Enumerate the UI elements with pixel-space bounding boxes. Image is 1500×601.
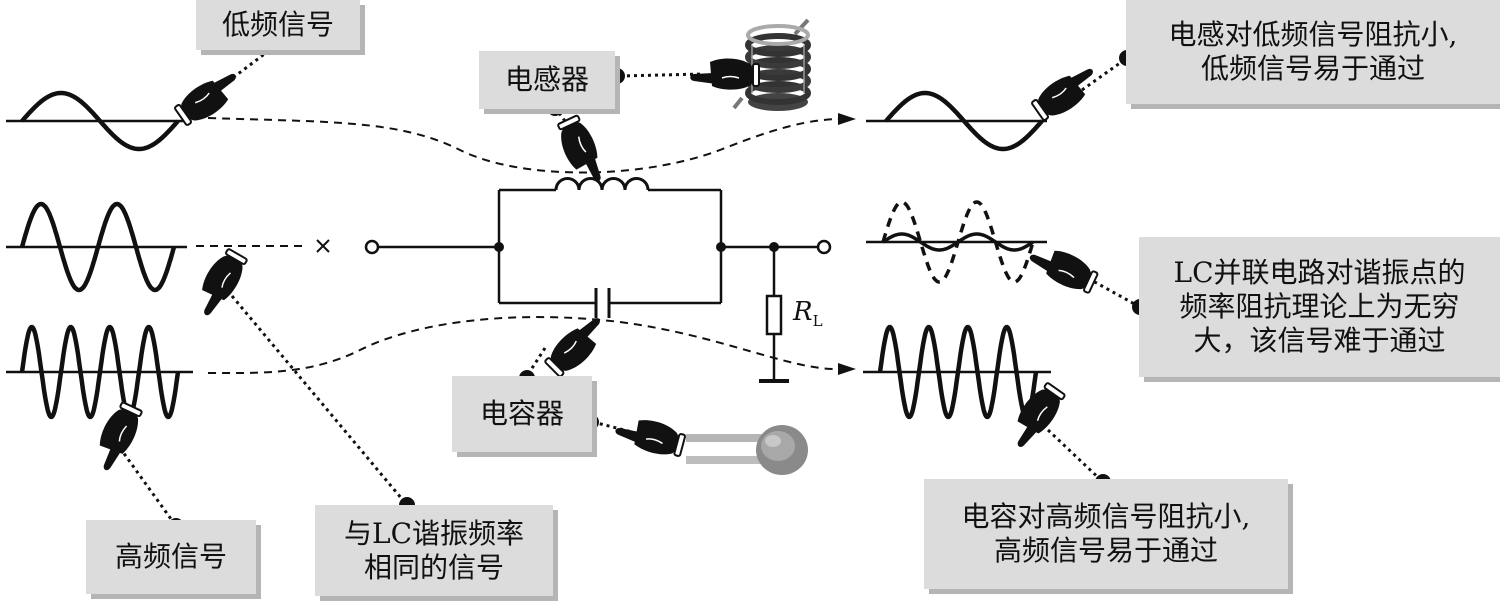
resonant-frequency-wave-input: [19, 201, 177, 293]
high-signal-path: [207, 316, 839, 375]
resistor-symbol: R: [793, 297, 813, 327]
label-resonant-line2: 相同的信号: [363, 550, 504, 584]
label-capacitor-text: 电容器: [479, 397, 564, 430]
label-capacitor: 电容器: [452, 376, 592, 452]
low-path-arrowhead: [838, 113, 856, 125]
note-inductor-low-pass: 电感对低频信号阻抗小, 低频信号易于通过: [1126, 0, 1500, 104]
low-frequency-wave-output: [884, 90, 1044, 152]
high-frequency-wave-input: [19, 324, 181, 420]
label-high-frequency-signal: 高频信号: [86, 520, 256, 594]
high-path-arrowhead: [838, 363, 856, 375]
resistor-subscript: L: [812, 312, 823, 331]
note-capacitor-high-pass: 电容对高频信号阻抗小, 高频信号易于通过: [924, 479, 1288, 589]
note-inductor-line1: 电感对低频信号阻抗小,: [1168, 18, 1458, 51]
note-lc-resonance-block: LC并联电路对谐振点的 频率阻抗理论上为无穷 大，该信号难于通过: [1139, 237, 1500, 377]
high-frequency-wave-output: [877, 324, 1039, 420]
low-frequency-wave-input: [20, 90, 180, 152]
load-resistor: [765, 294, 783, 336]
ceramic-capacitor-photo: [686, 425, 808, 475]
label-inductor-text: 电感器: [504, 63, 589, 96]
low-signal-path: [207, 117, 839, 174]
blocked-x-mark: [316, 239, 330, 253]
note-resonance-line2: 频率阻抗理论上为无穷: [1179, 290, 1460, 323]
note-resonance-line1: LC并联电路对谐振点的: [1173, 256, 1466, 289]
pointer-dots: [168, 32, 1148, 534]
attenuated-wave-output: [882, 232, 1035, 252]
signal-paths: [196, 117, 839, 375]
label-low-frequency-signal-text: 低频信号: [221, 8, 334, 41]
inductor-symbol: [554, 177, 650, 191]
label-low-frequency-signal: 低频信号: [196, 0, 360, 50]
circuit-junctions: [494, 242, 779, 252]
note-resonance-line3: 大，该信号难于通过: [1193, 324, 1446, 357]
label-inductor: 电感器: [479, 51, 615, 109]
label-resonant-line1: 与LC谐振频率: [343, 516, 525, 550]
note-capacitor-line2: 高频信号易于通过: [993, 534, 1218, 567]
note-inductor-line2: 低频信号易于通过: [1200, 52, 1425, 85]
pointer-leaders: [118, 38, 1141, 527]
note-capacitor-line1: 电容对高频信号阻抗小,: [961, 500, 1251, 533]
lc-parallel-circuit: [364, 177, 832, 383]
label-high-frequency-signal-text: 高频信号: [114, 540, 227, 573]
load-resistor-label: RL: [793, 297, 823, 330]
label-resonant-frequency-signal: 与LC谐振频率 相同的信号: [315, 505, 553, 596]
